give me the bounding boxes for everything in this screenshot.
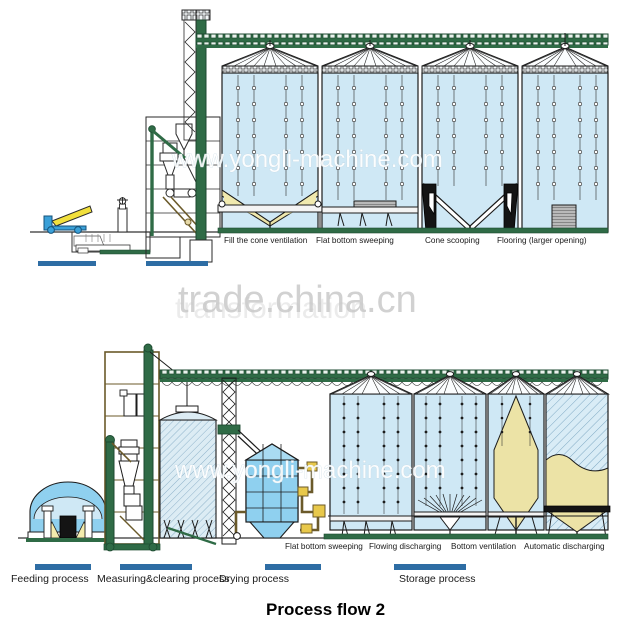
roof-rafters	[223, 47, 317, 67]
silo-top-4	[521, 33, 609, 233]
process-bar-storage	[394, 564, 466, 570]
truck-bed	[51, 205, 93, 227]
duct-fan-4	[300, 523, 313, 534]
sensor-beads	[342, 402, 400, 504]
tower-platform	[217, 424, 241, 435]
feeding-shed-group	[26, 481, 112, 542]
silo-top-2	[321, 40, 419, 233]
brand-watermark-top: www.yongli-machine.com	[171, 146, 443, 173]
ghost-watermark-text: transformation	[175, 292, 367, 325]
dryer-ducting	[234, 466, 320, 534]
grain-mass-partial	[545, 454, 609, 511]
silo-row-bottom	[323, 371, 611, 540]
dust-collector	[117, 197, 128, 233]
grain-dryer	[233, 443, 326, 540]
flowing-discharge-fan	[417, 493, 483, 519]
top-process-bar-1	[38, 261, 96, 266]
buffer-discharge-conveyor	[167, 526, 217, 546]
elevator-ladder	[184, 21, 196, 133]
incline-conveyor	[152, 129, 186, 160]
bottom-silo-floor-slab	[323, 533, 609, 540]
elevator-leg	[195, 19, 207, 263]
sensor-beads	[236, 86, 304, 187]
top-gallery-conveyor	[195, 33, 609, 46]
elevator-boot	[189, 239, 213, 263]
silo-bottom-3	[486, 371, 546, 539]
truck-unloading-group	[43, 197, 151, 255]
process-label-measuring: Measuring&clearing process	[97, 573, 229, 585]
top-diagram: Fill the cone ventilation Flat bottom sw…	[30, 9, 609, 266]
discharge-deck	[217, 204, 323, 213]
intake-conveyor	[99, 249, 151, 255]
buffer-silo-legs	[163, 519, 213, 539]
workhouse-frame	[145, 116, 221, 259]
top-silo-label-4: Flooring (larger opening)	[497, 236, 587, 245]
process-label-feeding: Feeding process	[11, 573, 89, 585]
figure-caption: Process flow 2	[266, 600, 385, 619]
cleaner-unit	[123, 393, 137, 417]
process-label-storage: Storage process	[399, 573, 475, 585]
truck-wheel	[74, 226, 82, 234]
process-bar-measuring	[120, 564, 192, 570]
auto-discharge-deck	[543, 505, 611, 513]
process-label-drying: Drying process	[219, 573, 289, 585]
bottom-silo-label-3: Bottom ventilation	[451, 542, 517, 551]
feeding-hopper	[59, 515, 77, 539]
silo-top-3	[421, 40, 519, 233]
silo-roof	[329, 374, 413, 395]
elevator-leg-3	[105, 441, 115, 547]
bottom-silo-label-4: Automatic discharging	[524, 542, 605, 551]
floor-opening-grate	[551, 204, 577, 230]
bottom-diagram: Flat bottom sweeping Flowing discharging…	[11, 343, 611, 585]
bottom-silo-label-1: Flat bottom sweeping	[285, 542, 363, 551]
sweep-auger	[353, 200, 397, 208]
duct-fan-1	[306, 461, 318, 472]
top-silo-label-1: Fill the cone ventilation	[224, 236, 308, 245]
buffer-silo	[158, 382, 218, 546]
truck-wheel	[47, 226, 55, 234]
silo-bottom-4	[543, 371, 611, 539]
silo-top-1	[217, 40, 323, 233]
top-silo-label-2: Flat bottom sweeping	[316, 236, 394, 245]
truck-cab	[43, 215, 87, 231]
feed-conveyor	[26, 538, 112, 542]
elevator-leg-2	[143, 349, 154, 547]
silo-floor-slab	[217, 227, 609, 234]
under-tower-conveyor	[103, 543, 161, 551]
weighing-scale	[118, 439, 143, 521]
gallery-base	[196, 45, 608, 48]
brand-watermark-bottom: www.yongli-machine.com	[174, 457, 446, 484]
measuring-cleaning-tower	[103, 343, 176, 552]
silo-roof	[221, 46, 319, 67]
process-bar-drying	[265, 564, 321, 570]
top-process-bar-2	[146, 261, 208, 266]
top-silo-label-3: Cone scooping	[425, 236, 480, 245]
dryer-cone	[248, 521, 296, 539]
bottom-silo-label-2: Flowing discharging	[369, 542, 442, 551]
duct-fan-3	[312, 504, 326, 518]
duct-fan-2	[297, 486, 309, 497]
silo-bottom-1	[329, 371, 413, 537]
portal-watermark: trade.china.cn	[178, 279, 417, 321]
silo-row-top	[217, 33, 609, 234]
process-bar-feeding	[35, 564, 91, 570]
silo-bottom-2	[413, 371, 487, 538]
